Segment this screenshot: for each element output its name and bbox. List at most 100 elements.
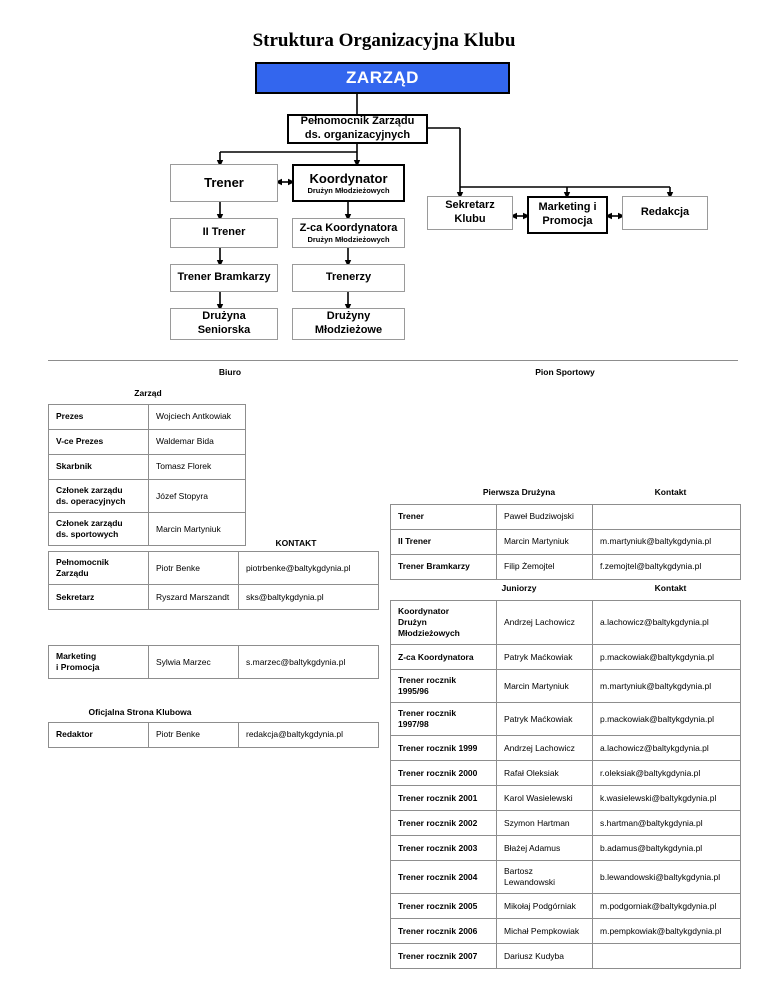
cell-email: f.zemojtel@baltykgdynia.pl — [592, 554, 741, 580]
cell-name: Wojciech Antkowiak — [148, 404, 246, 430]
cell-name: Marcin Martyniuk — [496, 529, 593, 555]
cell-name: Piotr Benke — [148, 550, 239, 586]
cell-email: p.mackowiak@baltykgdynia.pl — [592, 702, 741, 737]
cell-role: Trener rocznik 1995/96 — [390, 669, 497, 704]
cell-name: Mikołaj Podgórniak — [496, 893, 593, 920]
cell-name: Marcin Martyniuk — [148, 512, 246, 547]
cell-role: II Trener — [390, 529, 497, 555]
cell-email: piotrbenke@baltykgdynia.pl — [238, 550, 379, 586]
cell-email — [592, 504, 741, 530]
cell-role: Trener rocznik 2006 — [390, 918, 497, 945]
org-node-koordynator: Koordynator Drużyn Młodzieżowych — [292, 164, 405, 202]
cell-name: Sylwia Marzec — [148, 644, 239, 680]
caption-biuro: Biuro — [218, 367, 242, 377]
cell-name: Andrzej Lachowicz — [496, 735, 593, 762]
caption-pion-sportowy: Pion Sportowy — [535, 367, 595, 377]
cell-email: m.podgorniak@baltykgdynia.pl — [592, 893, 741, 920]
cell-name: Bartosz Lewandowski — [496, 860, 593, 895]
caption-pierwsza-druzyna: Pierwsza Drużyna — [482, 487, 556, 497]
cell-email: b.lewandowski@baltykgdynia.pl — [592, 860, 741, 895]
section-divider — [48, 360, 738, 361]
org-node-marketing-promocja: Marketing i Promocja — [527, 196, 608, 234]
cell-role: Trener rocznik 2007 — [390, 943, 497, 970]
cell-role: Trener rocznik 1999 — [390, 735, 497, 762]
cell-email: s.marzec@baltykgdynia.pl — [238, 644, 379, 680]
cell-role: V-ce Prezes — [48, 429, 149, 455]
cell-email: m.martyniuk@baltykgdynia.pl — [592, 669, 741, 704]
cell-role: Trener rocznik 1997/98 — [390, 702, 497, 737]
cell-role: Marketing i Promocja — [48, 644, 149, 680]
cell-name: Szymon Hartman — [496, 810, 593, 837]
cell-email: sks@baltykgdynia.pl — [238, 584, 379, 611]
caption-kontakt-juniorzy: Kontakt — [654, 583, 687, 593]
page-title: Struktura Organizacyjna Klubu — [252, 30, 516, 51]
org-node-trener: Trener — [170, 164, 278, 202]
caption-zarzad: Zarząd — [134, 388, 162, 398]
cell-role: Trener Bramkarzy — [390, 554, 497, 580]
cell-name: Piotr Benke — [148, 722, 239, 748]
cell-name: Józef Stopyra — [148, 478, 246, 514]
cell-role: Z-ca Koordynatora — [390, 644, 497, 671]
cell-role: Trener rocznik 2000 — [390, 760, 497, 787]
cell-name: Błażej Adamus — [496, 835, 593, 862]
caption-juniorzy: Juniorzy — [501, 583, 537, 593]
cell-role: Sekretarz — [48, 584, 149, 611]
cell-name: Michał Pempkowiak — [496, 918, 593, 945]
org-node-ii-trener: II Trener — [170, 218, 278, 248]
cell-name: Patryk Maćkowiak — [496, 702, 593, 737]
caption-kontakt: KONTAKT — [275, 538, 317, 548]
org-node-sekretarz-klubu: Sekretarz Klubu — [427, 196, 513, 230]
org-node-zarzad: ZARZĄD — [255, 62, 510, 94]
cell-name: Waldemar Bida — [148, 429, 246, 455]
cell-email — [592, 943, 741, 970]
cell-email: p.mackowiak@baltykgdynia.pl — [592, 644, 741, 671]
cell-name: Andrzej Lachowicz — [496, 599, 593, 646]
caption-kontakt-pierwsza-druzyna: Kontakt — [654, 487, 687, 497]
org-node-druzyny-mlodziezowe: Drużyny Młodzieżowe — [292, 308, 405, 340]
cell-email: s.hartman@baltykgdynia.pl — [592, 810, 741, 837]
org-node-zca-koordynatora: Z-ca Koordynatora Drużyn Młodzieżowych — [292, 218, 405, 248]
cell-email: b.adamus@baltykgdynia.pl — [592, 835, 741, 862]
cell-name: Dariusz Kudyba — [496, 943, 593, 970]
cell-role: Skarbnik — [48, 454, 149, 480]
cell-name: Tomasz Florek — [148, 454, 246, 480]
org-node-trener-bramkarzy: Trener Bramkarzy — [170, 264, 278, 292]
cell-role: Trener rocznik 2004 — [390, 860, 497, 895]
cell-role: Trener rocznik 2003 — [390, 835, 497, 862]
cell-role: Trener — [390, 504, 497, 530]
org-node-druzyna-seniorska: Drużyna Seniorska — [170, 308, 278, 340]
cell-email: a.lachowicz@baltykgdynia.pl — [592, 599, 741, 646]
cell-email: a.lachowicz@baltykgdynia.pl — [592, 735, 741, 762]
cell-role: Redaktor — [48, 722, 149, 748]
org-node-redakcja: Redakcja — [622, 196, 708, 230]
